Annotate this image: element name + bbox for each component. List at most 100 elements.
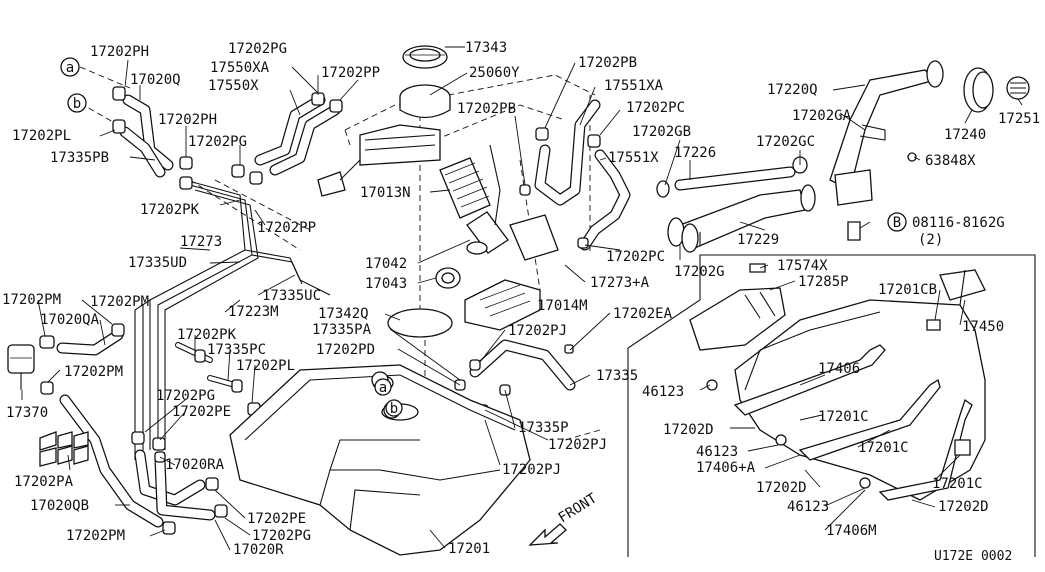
label-17273: 17273 bbox=[180, 234, 222, 250]
label-17406A: 17406+A bbox=[696, 460, 756, 476]
label-17202PL-mid: 17202PL bbox=[236, 358, 295, 374]
filler-neck bbox=[829, 60, 1030, 241]
label-17342Q: 17342Q bbox=[318, 306, 369, 322]
leader-lines bbox=[21, 46, 1023, 551]
label-17574X: 17574X bbox=[777, 258, 828, 274]
callout-B: B bbox=[893, 215, 901, 231]
label-17406M: 17406M bbox=[826, 523, 877, 539]
label-17202PG-top: 17202PG bbox=[228, 41, 287, 57]
label-17551X: 17551X bbox=[608, 150, 659, 166]
label-17202EA: 17202EA bbox=[613, 306, 673, 322]
label-17335PB: 17335PB bbox=[50, 150, 109, 166]
label-17335UD: 17335UD bbox=[128, 255, 187, 271]
label-17014M: 17014M bbox=[537, 298, 588, 314]
label-46123-2: 46123 bbox=[696, 444, 738, 460]
label-17202PC-top: 17202PC bbox=[626, 100, 685, 116]
label-17202PH-a: 17202PH bbox=[90, 44, 149, 60]
label-17013N: 17013N bbox=[360, 185, 411, 201]
label-17042: 17042 bbox=[365, 256, 407, 272]
label-17251: 17251 bbox=[998, 111, 1040, 127]
label-17201: 17201 bbox=[448, 541, 490, 557]
label-17202PM-3: 17202PM bbox=[64, 364, 123, 380]
label-17202PK-top: 17202PK bbox=[140, 202, 200, 218]
label-17202PM-4: 17202PM bbox=[66, 528, 125, 544]
callout-b: b bbox=[73, 96, 81, 112]
label-17202PG-mid: 17202PG bbox=[188, 134, 247, 150]
label-17202GB: 17202GB bbox=[632, 124, 691, 140]
label-17020RA: 17020RA bbox=[165, 457, 225, 473]
label-17202G: 17202G bbox=[674, 264, 725, 280]
label-17202PE-mid: 17202PE bbox=[172, 404, 231, 420]
label-17202PM-1: 17202PM bbox=[2, 292, 61, 308]
label-17335PA: 17335PA bbox=[312, 322, 372, 338]
part-labels: 17202PH 17020Q 17202PL 17335PB 17202PH 1… bbox=[2, 40, 1040, 564]
label-17335: 17335 bbox=[596, 368, 638, 384]
label-17043: 17043 bbox=[365, 276, 407, 292]
label-17220Q: 17220Q bbox=[767, 82, 818, 98]
label-25060Y: 25060Y bbox=[469, 65, 520, 81]
label-17202PK-mid: 17202PK bbox=[177, 327, 237, 343]
label-17020Q: 17020Q bbox=[130, 72, 181, 88]
label-17335PC: 17335PC bbox=[207, 342, 266, 358]
reference-code: U172E 0002 bbox=[934, 549, 1012, 564]
label-17240: 17240 bbox=[944, 127, 986, 143]
label-46123-1: 46123 bbox=[642, 384, 684, 400]
label-17201C-3: 17201C bbox=[932, 476, 983, 492]
label-17202PB-right: 17202PB bbox=[578, 55, 637, 71]
tank-mount-inset bbox=[627, 254, 1036, 557]
label-17201C-1: 17201C bbox=[818, 409, 869, 425]
label-17020QB: 17020QB bbox=[30, 498, 89, 514]
label-17202PL-b: 17202PL bbox=[12, 128, 71, 144]
label-17202GA: 17202GA bbox=[792, 108, 852, 124]
label-17202PJ-top: 17202PJ bbox=[508, 323, 567, 339]
front-direction-indicator: FRONT bbox=[528, 490, 601, 546]
label-17285P: 17285P bbox=[798, 274, 849, 290]
callout-a-tank: a bbox=[379, 380, 387, 396]
callout-markers: a b a b B bbox=[60, 57, 907, 417]
label-17202PD: 17202PD bbox=[316, 342, 375, 358]
label-17202PA: 17202PA bbox=[14, 474, 74, 490]
label-17202PE-low: 17202PE bbox=[247, 511, 306, 527]
label-17202D-2: 17202D bbox=[756, 480, 807, 496]
label-17202PM-2: 17202PM bbox=[90, 294, 149, 310]
rubber-hoses bbox=[56, 94, 806, 528]
callout-a: a bbox=[66, 60, 74, 76]
label-17229: 17229 bbox=[737, 232, 779, 248]
label-17223M: 17223M bbox=[228, 304, 279, 320]
label-17406: 17406 bbox=[818, 361, 860, 377]
label-17273A: 17273+A bbox=[590, 275, 650, 291]
label-08116-8162G: 08116-8162G bbox=[912, 215, 1005, 231]
label-17202PP-mid: 17202PP bbox=[257, 220, 316, 236]
label-17202PJ-low: 17202PJ bbox=[502, 462, 561, 478]
label-17202D-1: 17202D bbox=[663, 422, 714, 438]
label-08116-qty: (2) bbox=[918, 232, 943, 248]
label-17020QA: 17020QA bbox=[40, 312, 100, 328]
label-17202PB-mid: 17202PB bbox=[457, 101, 516, 117]
label-17201CB: 17201CB bbox=[878, 282, 937, 298]
label-17335UC: 17335UC bbox=[262, 288, 321, 304]
fuel-pump-assembly bbox=[317, 45, 559, 338]
label-17202PG-bot: 17202PG bbox=[252, 528, 311, 544]
fuel-filter bbox=[7, 344, 89, 467]
label-17335P: 17335P bbox=[518, 420, 569, 436]
label-17202PC-mid: 17202PC bbox=[606, 249, 665, 265]
label-17550X: 17550X bbox=[208, 78, 259, 94]
label-17202PP-top: 17202PP bbox=[321, 65, 380, 81]
label-17202PJ-mid: 17202PJ bbox=[548, 437, 607, 453]
callout-b-tank: b bbox=[390, 401, 398, 417]
label-17020R: 17020R bbox=[233, 542, 284, 558]
label-17201C-2: 17201C bbox=[858, 440, 909, 456]
label-17551XA: 17551XA bbox=[604, 78, 664, 94]
label-17370: 17370 bbox=[6, 405, 48, 421]
label-63848X: 63848X bbox=[925, 153, 976, 169]
label-17226: 17226 bbox=[674, 145, 716, 161]
front-label: FRONT bbox=[556, 490, 601, 526]
label-17202GC: 17202GC bbox=[756, 134, 815, 150]
label-17450: 17450 bbox=[962, 319, 1004, 335]
label-17202PH-b: 17202PH bbox=[158, 112, 217, 128]
label-17550XA: 17550XA bbox=[210, 60, 270, 76]
label-46123-3: 46123 bbox=[787, 499, 829, 515]
label-17202D-3: 17202D bbox=[938, 499, 989, 515]
label-17202PG-low: 17202PG bbox=[156, 388, 215, 404]
